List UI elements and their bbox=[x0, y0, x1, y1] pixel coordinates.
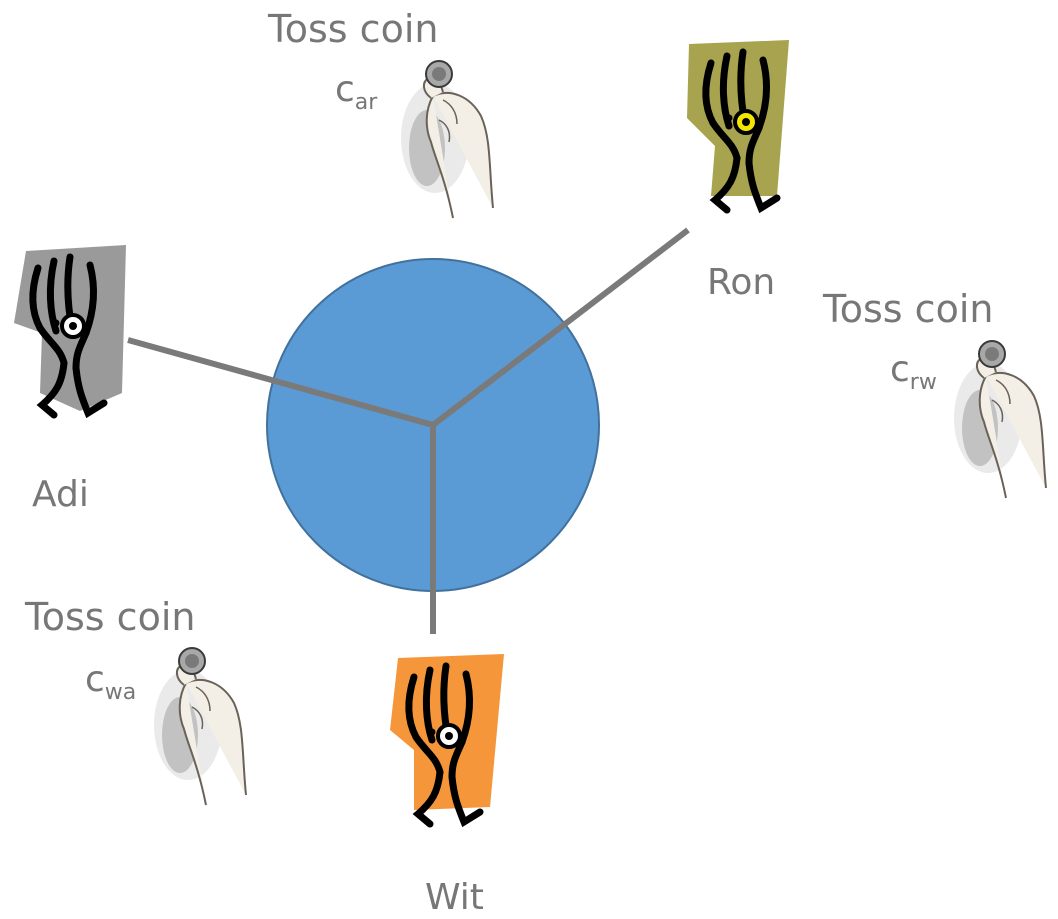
coin-variable-subscript: rw bbox=[910, 370, 937, 395]
coin-variable-subscript: ar bbox=[355, 90, 378, 115]
toss-coin-label-wa: Toss coin bbox=[25, 598, 195, 636]
walking-fork-icon bbox=[683, 38, 803, 233]
walking-fork-icon bbox=[10, 243, 130, 438]
toss-coin-label-rw: Toss coin bbox=[823, 290, 993, 328]
hand-holding-coin-icon bbox=[948, 338, 1058, 503]
coin-variable-letter: c bbox=[85, 659, 105, 700]
toss-coin-label-ar: Toss coin bbox=[268, 10, 438, 48]
player-name-ron: Ron bbox=[707, 265, 775, 301]
coin-variable-letter: c bbox=[335, 69, 355, 110]
hand-holding-coin-icon bbox=[395, 58, 505, 223]
coin-variable-letter: c bbox=[890, 349, 910, 390]
coin-variable-ar: car bbox=[335, 72, 377, 114]
player-name-wit: Wit bbox=[425, 880, 484, 916]
walking-fork-icon bbox=[386, 652, 506, 847]
coin-variable-wa: cwa bbox=[85, 662, 136, 704]
coin-variable-rw: crw bbox=[890, 352, 937, 394]
player-name-adi: Adi bbox=[32, 477, 89, 513]
coin-variable-subscript: wa bbox=[105, 680, 136, 705]
hand-holding-coin-icon bbox=[148, 645, 258, 810]
